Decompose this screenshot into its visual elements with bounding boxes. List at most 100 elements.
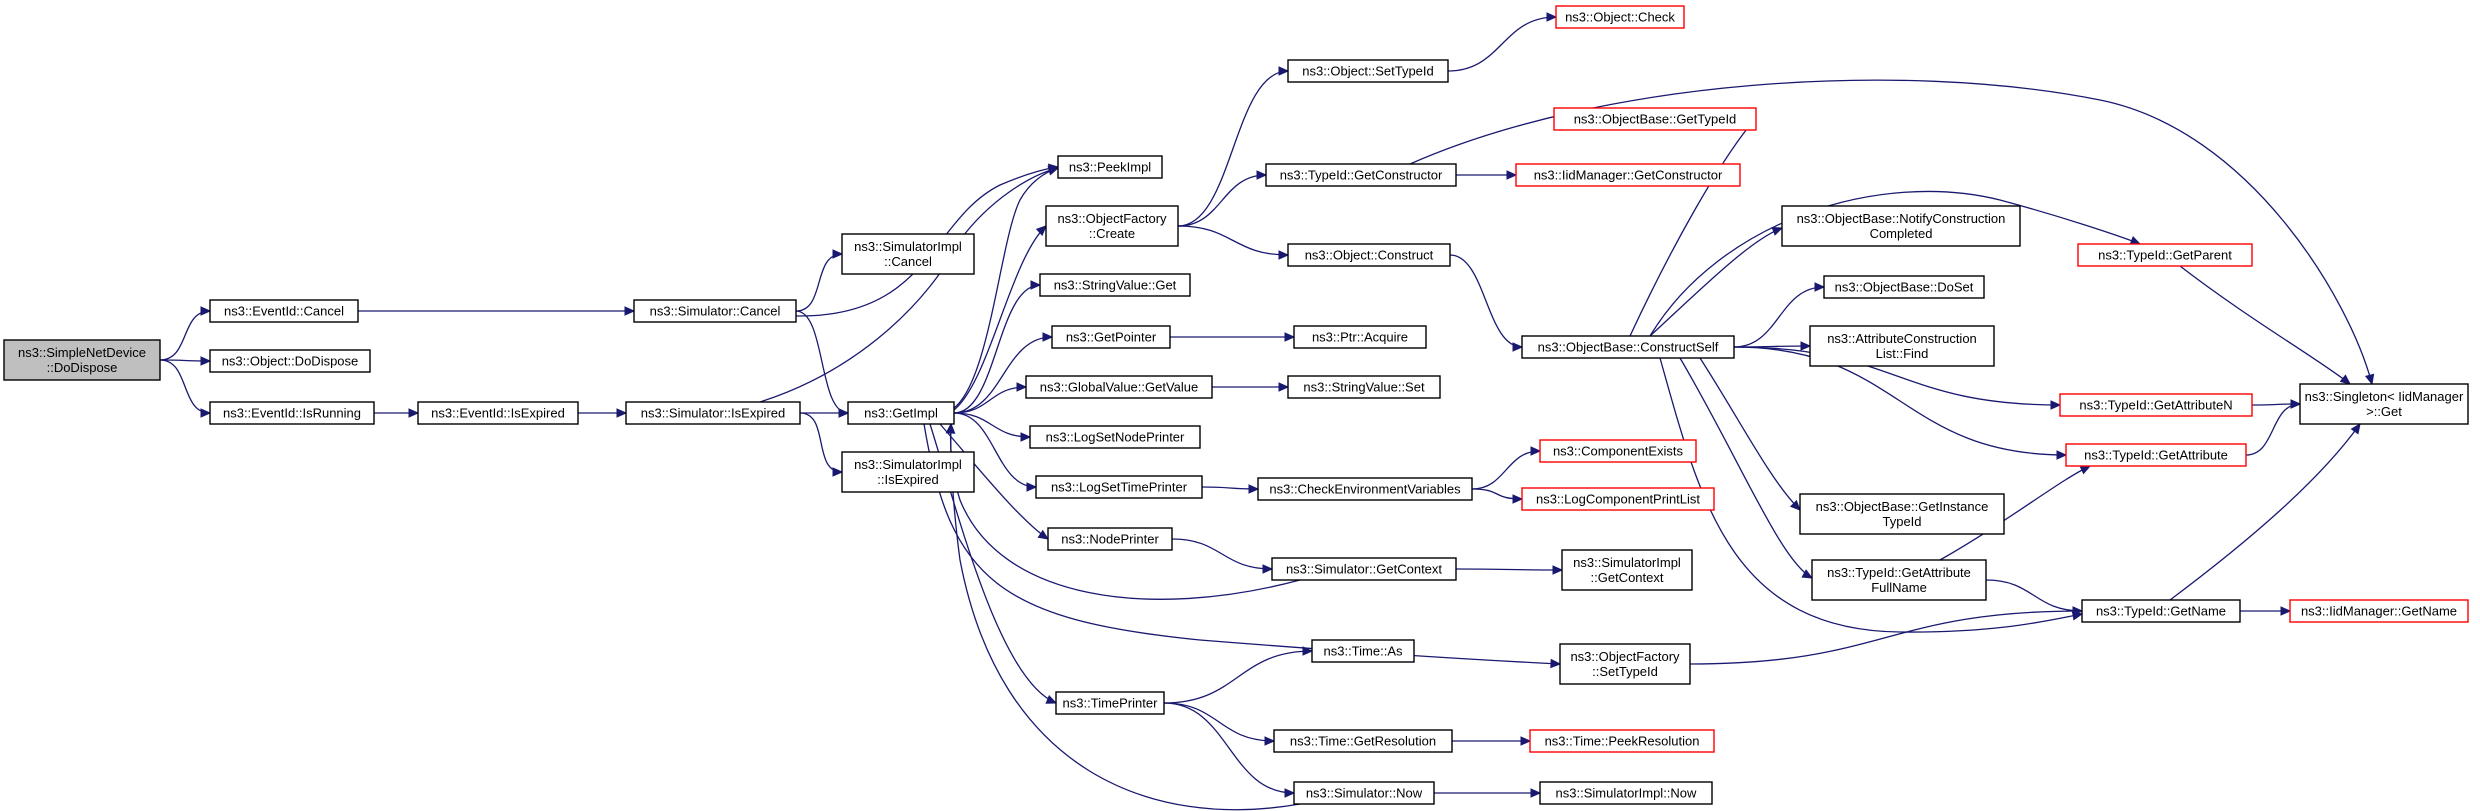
edge-getimpl-to-nodeprinter	[939, 423, 1050, 540]
node-label: ns3::ComponentExists	[1553, 444, 1684, 459]
node-typeid-getname[interactable]: ns3::TypeId::GetName	[2081, 599, 2241, 623]
node-simimpl-isexpired[interactable]: ns3::SimulatorImpl::IsExpired	[841, 451, 975, 493]
node-label: ns3::Object::Construct	[1305, 248, 1434, 263]
node-stringvalue-get[interactable]: ns3::StringValue::Get	[1039, 273, 1191, 297]
edge-root-to-ev_cancel	[159, 306, 212, 361]
node-label: ns3::TypeId::GetAttribute	[1827, 565, 1971, 580]
node-typeid-getparent[interactable]: ns3::TypeId::GetParent	[2077, 243, 2253, 267]
node-typeid-getconstructor[interactable]: ns3::TypeId::GetConstructor	[1265, 163, 1457, 187]
edge-getimpl-to-stringvalue_get	[953, 280, 1042, 414]
node-label: ns3::NodePrinter	[1061, 532, 1159, 547]
node-peekimpl[interactable]: ns3::PeekImpl	[1057, 155, 1163, 179]
node-ev-cancel[interactable]: ns3::EventId::Cancel	[209, 299, 359, 323]
node-logsettimeprinter[interactable]: ns3::LogSetTimePrinter	[1035, 475, 1203, 499]
edge-sim_getcontext-to-getimpl	[945, 422, 1301, 600]
node-sim-getcontext[interactable]: ns3::Simulator::GetContext	[1271, 557, 1457, 581]
node-iidmanager-getconstructor[interactable]: ns3::IidManager::GetConstructor	[1515, 163, 1741, 187]
node-timeprinter[interactable]: ns3::TimePrinter	[1055, 691, 1165, 715]
edge-ev_isrunning-to-ev_isexpired	[373, 408, 420, 418]
node-label: FullName	[1871, 580, 1927, 595]
node-label: ns3::LogSetNodePrinter	[1046, 430, 1185, 445]
node-obj-check[interactable]: ns3::Object::Check	[1555, 5, 1685, 29]
edge-root-to-obj_dodispose	[159, 356, 212, 366]
node-objbase-constructself[interactable]: ns3::ObjectBase::ConstructSelf	[1521, 335, 1735, 359]
node-objfactory-settypeid[interactable]: ns3::ObjectFactory::SetTypeId	[1559, 643, 1691, 685]
node-label: ns3::SimpleNetDevice	[18, 345, 146, 360]
node-time-getresolution[interactable]: ns3::Time::GetResolution	[1273, 729, 1453, 753]
edge-nodeprinter-to-sim_getcontext	[1171, 538, 1274, 574]
node-time-as[interactable]: ns3::Time::As	[1311, 639, 1415, 663]
edge-getimpl-to-logsettimeprinter	[953, 412, 1038, 492]
edge-checkenvvars-to-componentexists	[1471, 446, 1542, 490]
node-label: ns3::Simulator::Cancel	[650, 304, 781, 319]
edge-sim_cancel-to-getimpl	[795, 310, 850, 418]
node-label: ::GetContext	[1591, 570, 1664, 585]
node-sim-isexpired[interactable]: ns3::Simulator::IsExpired	[625, 401, 801, 425]
node-sim-cancel[interactable]: ns3::Simulator::Cancel	[633, 299, 797, 323]
node-label: ns3::Ptr::Acquire	[1312, 330, 1408, 345]
node-nodeprinter[interactable]: ns3::NodePrinter	[1047, 527, 1173, 551]
node-label: ns3::IidManager::GetName	[2301, 604, 2457, 619]
edge-objbase_constructself-to-typeid_getparent	[1649, 190, 2142, 337]
node-time-peekresolution[interactable]: ns3::Time::PeekResolution	[1529, 729, 1715, 753]
node-label: ns3::Time::As	[1324, 644, 1403, 659]
node-label: ns3::ObjectBase::GetInstance	[1816, 499, 1989, 514]
edge-getimpl-to-globalvalue_getvalue	[953, 382, 1028, 414]
node-iidmanager-getname[interactable]: ns3::IidManager::GetName	[2289, 599, 2469, 623]
edge-getimpl-to-peekimpl	[953, 166, 1060, 409]
node-getimpl[interactable]: ns3::GetImpl	[847, 401, 955, 425]
node-label: ns3::Object::SetTypeId	[1302, 64, 1434, 79]
edge-typeid_getattribute-to-singleton_get	[2245, 399, 2302, 456]
node-obj-settypeid[interactable]: ns3::Object::SetTypeId	[1287, 59, 1449, 83]
edge-timeprinter-to-time_as	[1163, 646, 1314, 704]
node-logcomponentprintlist[interactable]: ns3::LogComponentPrintList	[1521, 487, 1715, 511]
node-logsetnodeprinter[interactable]: ns3::LogSetNodePrinter	[1029, 425, 1201, 449]
node-label: ns3::Singleton< IidManager	[2305, 389, 2464, 404]
node-label: ns3::SimulatorImpl	[854, 457, 962, 472]
node-simimpl-getcontext[interactable]: ns3::SimulatorImpl::GetContext	[1561, 549, 1693, 591]
node-singleton-get[interactable]: ns3::Singleton< IidManager>::Get	[2299, 383, 2469, 425]
node-label: Completed	[1870, 226, 1933, 241]
node-objbase-doset[interactable]: ns3::ObjectBase::DoSet	[1823, 275, 1985, 299]
node-obj-dodispose[interactable]: ns3::Object::DoDispose	[209, 349, 371, 373]
node-label: ns3::TypeId::GetAttributeN	[2079, 398, 2232, 413]
node-ptr-acquire[interactable]: ns3::Ptr::Acquire	[1293, 325, 1427, 349]
node-sim-now[interactable]: ns3::Simulator::Now	[1293, 781, 1435, 805]
node-checkenvvars[interactable]: ns3::CheckEnvironmentVariables	[1257, 477, 1473, 501]
node-getpointer[interactable]: ns3::GetPointer	[1051, 325, 1171, 349]
edge-sim_cancel-to-simimpl_cancel	[795, 249, 844, 312]
node-label: ns3::LogSetTimePrinter	[1051, 480, 1188, 495]
node-ev-isrunning[interactable]: ns3::EventId::IsRunning	[209, 401, 375, 425]
node-objfactory-create[interactable]: ns3::ObjectFactory::Create	[1045, 205, 1179, 247]
node-ev-isexpired[interactable]: ns3::EventId::IsExpired	[417, 401, 579, 425]
node-obj-construct[interactable]: ns3::Object::Construct	[1287, 243, 1451, 267]
node-objbase-gettypeid[interactable]: ns3::ObjectBase::GetTypeId	[1553, 107, 1757, 131]
edge-objbase_constructself-to-objbase_notifyconstruction	[1649, 226, 1784, 337]
node-stringvalue-set[interactable]: ns3::StringValue::Set	[1287, 375, 1441, 399]
node-label: ns3::ObjectBase::ConstructSelf	[1538, 340, 1719, 355]
node-simimpl-now[interactable]: ns3::SimulatorImpl::Now	[1539, 781, 1713, 805]
edge-objbase_constructself-to-objbase_doset	[1733, 282, 1826, 348]
node-typeid-getattributen[interactable]: ns3::TypeId::GetAttributeN	[2059, 393, 2253, 417]
nodes-layer: ns3::SimpleNetDevice::DoDisposens3::Even…	[3, 5, 2469, 805]
node-typeid-getattribute[interactable]: ns3::TypeId::GetAttribute	[2065, 443, 2247, 467]
edge-obj_construct-to-objbase_constructself	[1449, 254, 1524, 352]
node-simimpl-cancel[interactable]: ns3::SimulatorImpl::Cancel	[841, 233, 975, 275]
node-label: ns3::PeekImpl	[1069, 160, 1151, 175]
edge-typeid_getparent-to-singleton_get	[2179, 265, 2351, 385]
node-label: ns3::TimePrinter	[1063, 696, 1159, 711]
node-label: ns3::Time::PeekResolution	[1545, 734, 1700, 749]
node-globalvalue-getvalue[interactable]: ns3::GlobalValue::GetValue	[1025, 375, 1213, 399]
node-componentexists[interactable]: ns3::ComponentExists	[1539, 439, 1697, 463]
edge-typeid_getattributefullname-to-typeid_getname	[1985, 579, 2084, 616]
node-label: ns3::Time::GetResolution	[1290, 734, 1436, 749]
edge-time_getresolution-to-time_peekresolution	[1452, 736, 1532, 746]
node-root[interactable]: ns3::SimpleNetDevice::DoDispose	[3, 339, 161, 381]
node-objbase-notifyconstruction[interactable]: ns3::ObjectBase::NotifyConstructionCompl…	[1781, 205, 2021, 247]
node-label: ns3::EventId::Cancel	[224, 304, 344, 319]
edge-globalvalue_getvalue-to-stringvalue_set	[1211, 382, 1290, 392]
